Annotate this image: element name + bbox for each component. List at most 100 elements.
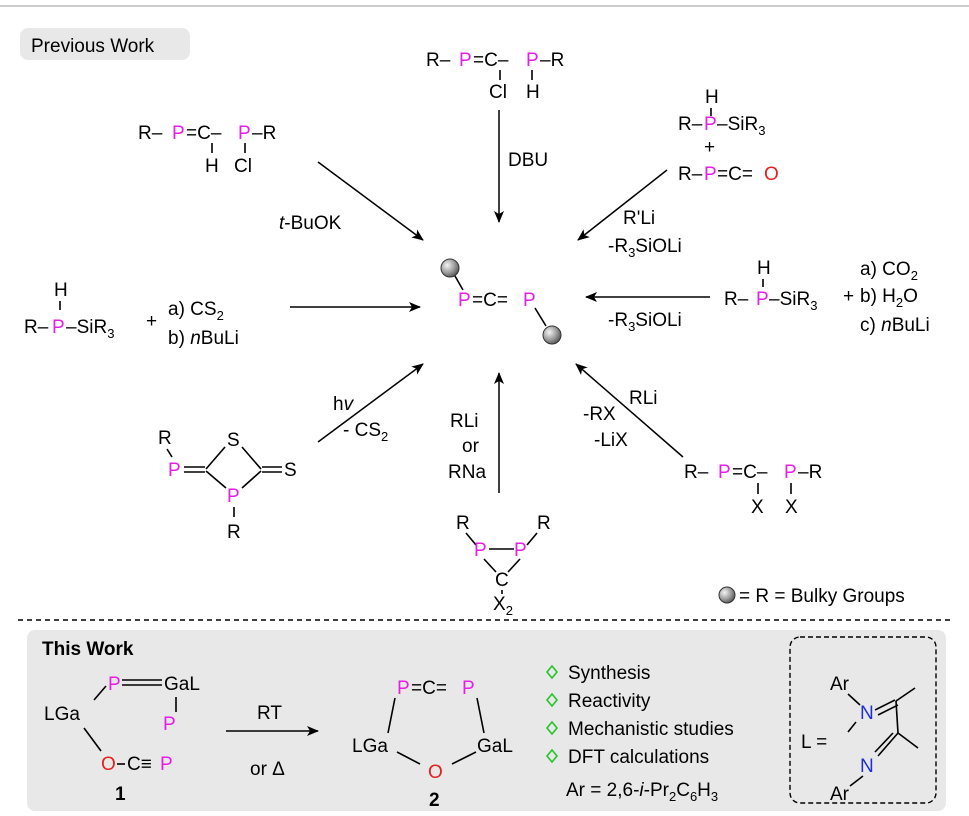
svg-text:H: H	[757, 258, 771, 279]
svg-text:Ar: Ar	[830, 784, 850, 805]
reagent-rli: R'Li	[623, 208, 655, 229]
svg-text:C≡: C≡	[127, 754, 152, 775]
reagent-r3sioli-top: -R3SiOLi	[608, 236, 682, 260]
svg-text:P: P	[397, 678, 410, 699]
compound-2-number: 2	[429, 790, 440, 811]
precursor-top-left: R– P =C– P –R H Cl	[138, 123, 276, 177]
reagent-r3sioli-right: -R3SiOLi	[608, 310, 682, 334]
diamond-icon	[545, 664, 559, 680]
arrow-bottom-right	[575, 363, 684, 458]
svg-text:R–: R–	[678, 164, 703, 185]
svg-text:P: P	[704, 114, 717, 135]
svg-text:R: R	[537, 513, 551, 534]
svg-text:P: P	[459, 50, 472, 71]
svg-text:R–: R–	[724, 289, 749, 310]
svg-text:H: H	[54, 280, 68, 301]
svg-text:O: O	[101, 754, 116, 775]
diamond-icon	[545, 748, 559, 764]
svg-text:P: P	[474, 540, 487, 561]
svg-text:P: P	[462, 678, 475, 699]
svg-text:R: R	[158, 428, 172, 449]
reagent-cs2: - CS2	[343, 420, 388, 444]
svg-text:P: P	[227, 486, 240, 507]
svg-text:C: C	[495, 570, 509, 591]
svg-text:–R: –R	[798, 462, 822, 483]
svg-text:R–: R–	[678, 114, 703, 135]
svg-text:–SiR3: –SiR3	[717, 114, 765, 138]
previous-work-label: Previous Work	[31, 36, 155, 57]
condition-rt: RT	[257, 703, 282, 724]
precursor-bottom-left: R P S S P R	[158, 428, 297, 543]
arrow-top-right	[577, 169, 668, 241]
svg-text:R: R	[227, 522, 241, 543]
svg-text:a) CO2: a) CO2	[860, 259, 918, 283]
svg-text:P: P	[108, 674, 121, 695]
svg-text:P: P	[238, 123, 251, 144]
ligand-structure: Ar N L = N Ar	[801, 674, 919, 805]
svg-text:P: P	[718, 462, 731, 483]
svg-text:GaL: GaL	[164, 674, 200, 695]
svg-text:=C–: =C–	[732, 462, 768, 483]
bullet-list: Synthesis Reactivity Mechanistic studies…	[545, 663, 734, 768]
reagent-rna: RNa	[448, 462, 486, 483]
precursor-right: H R– P –SiR3 + a) CO2 b) H2O c) nBuLi	[724, 258, 930, 336]
svg-text:X2: X2	[493, 594, 513, 618]
bulky-group-ball-top	[440, 258, 460, 278]
svg-text:P: P	[52, 317, 65, 338]
bulky-group-ball-bottom	[542, 325, 562, 345]
svg-text:R–: R–	[138, 123, 163, 144]
condition-heat: or Δ	[250, 759, 285, 780]
compound-2: P =C= P LGa GaL O 2	[352, 678, 513, 811]
center-p1: P	[458, 290, 471, 311]
svg-text:b) nBuLi: b) nBuLi	[168, 328, 239, 349]
svg-text:H: H	[526, 82, 540, 103]
svg-text:P: P	[172, 123, 185, 144]
svg-text:–R: –R	[540, 50, 564, 71]
precursor-bottom: R P P R C X2	[456, 513, 551, 618]
svg-text:P: P	[168, 460, 181, 481]
reagent-tbuok: t-BuOK	[279, 213, 342, 234]
svg-text:P: P	[784, 462, 797, 483]
svg-text:+: +	[146, 311, 157, 332]
center-eq: =C=	[472, 290, 508, 311]
svg-text:R–: R–	[426, 50, 451, 71]
precursor-left: H R– P –SiR3 + a) CS2 b) nBuLi	[24, 280, 239, 349]
precursor-bottom-right: R– P =C– P –R X X	[684, 462, 822, 518]
svg-text:Synthesis: Synthesis	[568, 663, 650, 684]
precursor-top: R– P =C– P –R Cl H	[426, 50, 564, 103]
compound-1-number: 1	[115, 784, 126, 805]
center-p2: P	[523, 290, 536, 311]
svg-text:S: S	[284, 460, 297, 481]
previous-work-label-bg	[20, 28, 190, 60]
svg-text:Ar: Ar	[830, 674, 850, 695]
svg-text:= R = Bulky Groups: = R = Bulky Groups	[739, 586, 905, 607]
svg-text:Mechanistic studies: Mechanistic studies	[568, 719, 734, 740]
svg-text:b) H2O: b) H2O	[860, 286, 918, 310]
svg-text:P: P	[756, 289, 769, 310]
reagent-rli-br: RLi	[629, 388, 658, 409]
svg-text:L =: L =	[801, 732, 827, 753]
svg-text:O: O	[764, 164, 779, 185]
svg-text:a) CS2: a) CS2	[168, 299, 224, 323]
svg-text:LGa: LGa	[44, 704, 80, 725]
svg-text:Cl: Cl	[489, 82, 507, 103]
svg-text:=C–: =C–	[473, 50, 509, 71]
svg-text:N: N	[860, 703, 874, 724]
svg-text:LGa: LGa	[352, 736, 388, 757]
arrow-top-left	[317, 161, 424, 241]
central-diphosphaallene: P =C= P	[440, 258, 562, 345]
svg-text:P: P	[514, 540, 527, 561]
bullet-1: Synthesis	[545, 663, 650, 684]
svg-text:P: P	[160, 754, 173, 775]
diamond-icon	[545, 692, 559, 708]
svg-text:H: H	[205, 156, 219, 177]
svg-text:P: P	[526, 50, 539, 71]
svg-text:GaL: GaL	[477, 736, 513, 757]
svg-text:+: +	[704, 137, 715, 158]
this-work-label: This Work	[42, 639, 134, 660]
reagent-rli-bottom: RLi	[450, 411, 479, 432]
svg-text:Reactivity: Reactivity	[568, 691, 651, 712]
svg-text:–SiR3: –SiR3	[769, 289, 817, 313]
svg-text:N: N	[860, 756, 874, 777]
